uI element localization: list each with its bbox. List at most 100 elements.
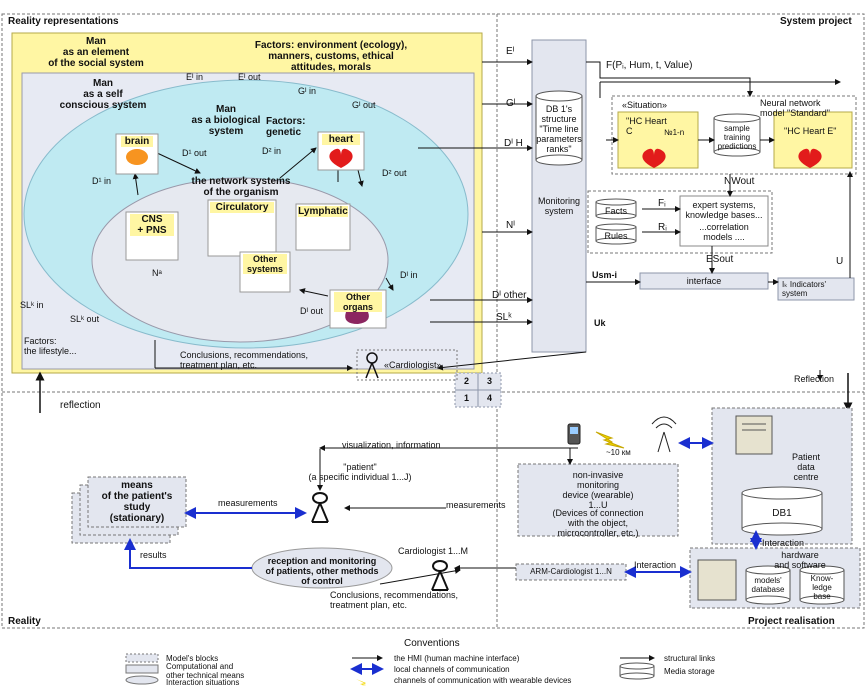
knowledge-base-cylinder	[799, 565, 845, 605]
quadrant-title-project-realisation: Project realisation	[748, 616, 835, 627]
reception-label: reception and monitoring of patients, ot…	[265, 556, 379, 586]
lymphatic-label: Lymphatic	[298, 206, 348, 217]
quadrant-tile-3: 3	[486, 376, 492, 386]
hc-heart-e-label: "HC Heart E"	[784, 126, 837, 136]
stationary-means-box	[87, 476, 187, 528]
arm-label: ARM-Cardiologist 1...N	[530, 567, 612, 576]
monitoring-system-label: Monitoring system	[537, 196, 581, 216]
signal-ei: Eᴵ	[506, 46, 515, 57]
sample-label: sample training predictions	[717, 124, 757, 151]
legend-computational: Computational and other technical means	[166, 662, 245, 680]
cardiologist-figure-icon	[431, 560, 449, 591]
legend-local-channels: local channels of communication	[394, 665, 510, 674]
signal-na: Nᵃ	[152, 268, 162, 278]
signal-d-other: Dᴵ other	[492, 290, 527, 301]
conclusions-bottom-label: Conclusions, recommendations, treatment …	[330, 590, 459, 610]
rules-label: Rules	[604, 231, 628, 241]
signal-fi: Fᵢ	[658, 198, 666, 209]
signal-ri: Rᵢ	[658, 222, 667, 233]
signal-d1-out: D¹ out	[182, 148, 207, 158]
circulatory-label: Circulatory	[210, 202, 274, 213]
quadrant-title-reality-representations: Reality representations	[8, 16, 119, 27]
signal-es-out: ESout	[706, 254, 734, 265]
legend-wearable-channels: channels of communication with wearable …	[394, 676, 572, 685]
antenna-icon	[651, 416, 677, 453]
signal-g-in: Gᴵ in	[298, 86, 317, 96]
indicators-label: Iₖ Indicators' system	[782, 280, 827, 298]
neural-model-frame	[611, 95, 857, 175]
signal-ni: Nᴵ	[506, 220, 515, 231]
signal-uk: Uk	[594, 318, 606, 328]
signal-e-out: Eᴵ out	[238, 72, 261, 82]
sample-cylinder	[713, 113, 761, 157]
db1-label: DB1	[772, 508, 792, 519]
range-label: ~10 км	[606, 448, 631, 457]
signal-sl-out: SLᵏ out	[70, 314, 100, 324]
quadrant-tile-1: 1	[463, 393, 469, 403]
results-label: results	[140, 550, 167, 560]
heart-c-icon	[642, 148, 666, 168]
lightning-icon	[595, 431, 625, 449]
interaction-db-label: Interaction	[762, 538, 805, 548]
db-structure-label: DB 1's structure "Time line parameters r…	[536, 104, 582, 154]
hardware-label: hardware and software	[774, 550, 826, 570]
quadrant-tile-4: 4	[486, 393, 492, 403]
signal-e-in: Eᴵ in	[186, 72, 204, 82]
conventions-title: Conventions	[404, 638, 460, 649]
signal-nw-out: NWout	[724, 176, 755, 187]
legend-hmi: the HMI (human machine interface)	[394, 654, 520, 663]
db-structure-cylinder	[535, 90, 583, 166]
wearable-device-box	[517, 463, 679, 537]
brain-icon	[126, 149, 148, 165]
correlation-label: ...correlation models ....	[699, 222, 749, 242]
legend-media: Media storage	[664, 667, 715, 676]
man-self-conscious-label: Man as a self conscious system	[59, 78, 147, 111]
rules-cylinder	[595, 223, 637, 245]
patient-label: "patient" (a specific individual 1...J)	[308, 462, 412, 482]
cardiologist-top-icon	[365, 352, 379, 379]
man-biological-label: Man as a biological system	[191, 104, 261, 137]
devices-connection-label: (Devices of connection with the object, …	[552, 508, 644, 538]
hc-heart-c-sub: №1-n	[664, 128, 685, 137]
signal-slk: SLᵏ	[496, 312, 512, 323]
network-systems-label: the network systems of the organism	[191, 176, 291, 198]
brain-label: brain	[121, 136, 153, 147]
signal-sl-in: SLᵏ in	[20, 300, 44, 310]
legend-structural: structural links	[664, 654, 716, 663]
heart-label: heart	[322, 134, 360, 145]
cardiologist-m-label: Cardiologist 1...M	[398, 546, 469, 556]
interface-label: interface	[686, 276, 722, 286]
signal-di-out: Dᴵ out	[300, 306, 324, 316]
heart-icon	[329, 148, 353, 168]
factors-genetic-label: Factors: genetic	[266, 116, 306, 138]
man-social-label: Man as an element of the social system	[48, 36, 144, 69]
cardiologist-top-label: «Cardiologist»	[384, 360, 442, 370]
factors-lifestyle-label: Factors: the lifestyle...	[24, 336, 77, 356]
signal-dh: Dᴵ H	[504, 138, 523, 149]
signal-d1-in: D¹ in	[92, 176, 112, 186]
quadrant-title-system-project: System project	[780, 16, 852, 27]
computer-icon	[697, 559, 737, 601]
signal-d2-in: D² in	[262, 146, 282, 156]
signal-di-in: Dᴵ in	[400, 270, 418, 280]
signal-g-out: Gᴵ out	[352, 100, 376, 110]
server-icon	[735, 415, 773, 455]
expert-systems-label: expert systems, knowledge bases...	[685, 200, 763, 220]
other-organs-label: Other organs	[334, 292, 382, 312]
interaction-arm-label: Interaction	[634, 560, 677, 570]
heart-e-icon	[798, 148, 822, 168]
factors-environment-label: Factors: environment (ecology), manners,…	[254, 40, 408, 73]
patient-centre-label: Patient data centre	[791, 452, 821, 482]
situation-label: «Situation»	[622, 100, 668, 110]
other-systems-label: Other systems	[243, 254, 287, 274]
noninvasive-label: non-invasive monitoring device (wearable…	[562, 470, 634, 510]
measurements-left-label: measurements	[218, 498, 278, 508]
legend-interaction-situations: Interaction situations	[166, 678, 240, 687]
signal-usm: Usm-i	[592, 270, 618, 280]
quadrant-title-reality: Reality	[8, 616, 41, 627]
facts-label: Facts	[604, 206, 627, 216]
legend-model-blocks: Model's blocks	[166, 654, 219, 663]
neural-model-label: Neural network model "Standard"	[760, 98, 830, 118]
visualization-label: visualization, information	[342, 440, 441, 450]
cns-label: CNS + PNS	[130, 214, 174, 236]
